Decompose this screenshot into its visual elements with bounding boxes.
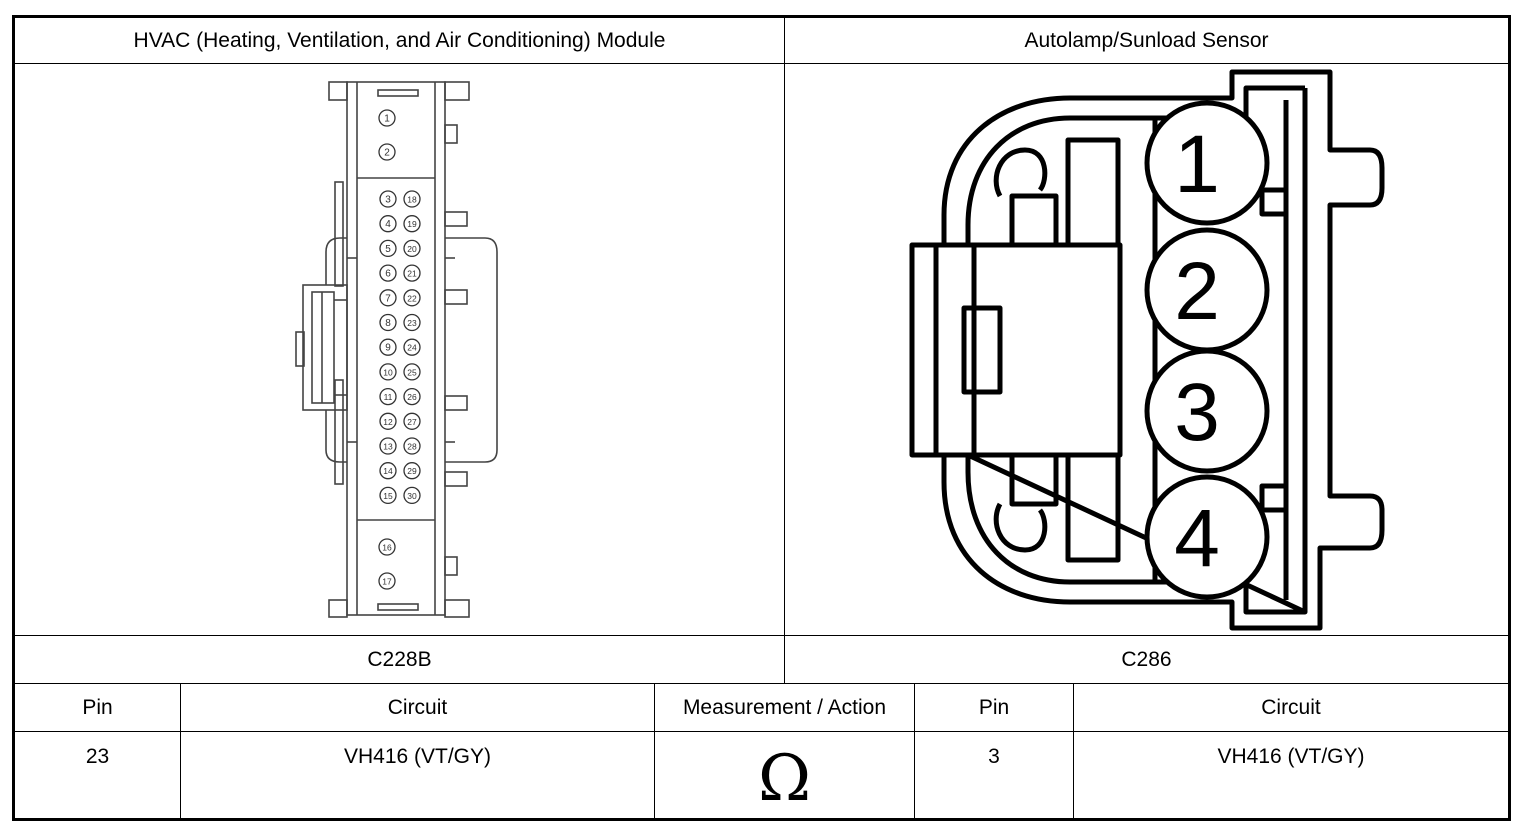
- c228b-pin-label-23: 23: [407, 318, 417, 328]
- c228b-pin-3: [379, 190, 397, 208]
- divider-title: [12, 63, 1511, 64]
- c286-pin-label-4: 4: [1174, 493, 1220, 584]
- divider-col-1: [180, 683, 181, 821]
- c228b-pin-17: [378, 572, 396, 590]
- c228b-pin-label-13: 13: [383, 442, 393, 452]
- c286-pin-4: [1144, 474, 1270, 600]
- c228b-pin-label-30: 30: [407, 491, 417, 501]
- c228b-pin-21: [403, 264, 421, 282]
- c228b-pin-label-21: 21: [407, 269, 417, 279]
- c228b-pin-label-20: 20: [407, 244, 417, 254]
- header-pin-left: Pin: [82, 696, 113, 719]
- c228b-pin-20: [403, 239, 421, 258]
- c286-pin-1: [1144, 100, 1270, 226]
- c228b-pin-25: [403, 363, 421, 381]
- c228b-pin-2: [378, 143, 396, 161]
- c228b-pin-14: [379, 462, 397, 480]
- divider-col-2: [654, 683, 655, 821]
- c228b-pin-label-12: 12: [383, 417, 393, 427]
- c228b-pin-label-14: 14: [383, 466, 393, 476]
- divider-table-header: [12, 731, 1511, 732]
- c228b-pin-7: [379, 289, 397, 307]
- c228b-pin-13: [379, 437, 397, 455]
- row-circuit-left: VH416 (VT/GY): [343, 745, 492, 768]
- c228b-pin-label-16: 16: [382, 543, 392, 553]
- c228b-pin-label-10: 10: [383, 367, 393, 377]
- left-connector-name: C228B: [367, 648, 432, 671]
- c228b-pin-12: [379, 412, 397, 430]
- c228b-pin-label-26: 26: [407, 392, 417, 402]
- c228b-pin-label-18: 18: [407, 195, 417, 205]
- c228b-pin-label-3: 3: [385, 195, 391, 206]
- c228b-pin-6: [379, 264, 397, 282]
- c228b-pin-label-19: 19: [407, 219, 417, 229]
- c228b-pin-9: [379, 338, 397, 356]
- header-circuit-right: Circuit: [1261, 696, 1321, 719]
- c228b-pin-label-25: 25: [407, 367, 417, 377]
- c228b-pin-28: [403, 437, 421, 455]
- c228b-pin-5: [379, 239, 397, 258]
- c228b-pin-16: [378, 538, 396, 556]
- divider-col-4: [1073, 683, 1074, 821]
- c228b-pin-label-4: 4: [385, 219, 391, 230]
- c228b-pin-label-29: 29: [407, 466, 417, 476]
- c228b-pin-label-7: 7: [385, 293, 391, 304]
- c228b-pin-label-28: 28: [407, 442, 417, 452]
- c286-pin-3: [1144, 348, 1270, 474]
- c286-pin-label-1: 1: [1174, 119, 1220, 210]
- c228b-pin-24: [403, 338, 421, 356]
- c228b-pin-10: [379, 363, 397, 381]
- c228b-pin-11: [379, 387, 397, 406]
- left-connector-title: HVAC (Heating, Ventilation, and Air Cond…: [133, 29, 666, 52]
- c228b-pin-label-2: 2: [384, 148, 390, 159]
- divider-connector-name: [12, 635, 1511, 636]
- divider-col-3: [914, 683, 915, 821]
- c228b-pin-27: [403, 412, 421, 430]
- c228b-pin-label-5: 5: [385, 244, 391, 255]
- right-connector-title: Autolamp/Sunload Sensor: [1024, 29, 1269, 52]
- row-pin-left: 23: [85, 745, 110, 768]
- c228b-pin-label-1: 1: [384, 114, 390, 125]
- row-pin-right: 3: [988, 745, 1000, 768]
- c228b-pin-22: [403, 289, 421, 307]
- c228b-pin-label-8: 8: [385, 318, 391, 329]
- c228b-pin-label-24: 24: [407, 343, 417, 353]
- c228b-pin-label-15: 15: [383, 491, 393, 501]
- row-circuit-right: VH416 (VT/GY): [1217, 745, 1365, 768]
- c228b-pin-1: [378, 109, 396, 127]
- right-connector-name: C286: [1121, 648, 1172, 671]
- c228b-pin-15: [379, 486, 397, 505]
- c228b-pin-30: [403, 486, 421, 505]
- c228b-pin-label-11: 11: [384, 392, 393, 402]
- header-measurement: Measurement / Action: [682, 696, 887, 719]
- c228b-pin-label-17: 17: [382, 577, 392, 587]
- c286-pin-label-3: 3: [1174, 367, 1220, 458]
- diagram-frame: [12, 15, 1511, 821]
- header-circuit-left: Circuit: [387, 696, 448, 719]
- c228b-pin-label-22: 22: [407, 293, 417, 303]
- divider-table-top: [12, 683, 1511, 684]
- c286-pin-label-2: 2: [1174, 246, 1220, 337]
- c228b-pin-19: [403, 215, 421, 233]
- c228b-pin-4: [379, 215, 397, 233]
- c228b-pin-29: [403, 462, 421, 480]
- c228b-pin-8: [379, 313, 397, 332]
- ohm-symbol: Ω: [757, 742, 812, 816]
- c228b-pin-23: [403, 313, 421, 332]
- c228b-pin-label-27: 27: [407, 417, 417, 427]
- c228b-pin-26: [403, 387, 421, 406]
- header-pin-right: Pin: [978, 696, 1010, 719]
- c228b-pin-label-6: 6: [385, 269, 391, 280]
- c286-outer-shell: [909, 69, 1385, 631]
- c228b-pin-label-9: 9: [385, 343, 391, 354]
- c228b-pin-18: [403, 190, 421, 208]
- divider-connectors: [784, 15, 785, 683]
